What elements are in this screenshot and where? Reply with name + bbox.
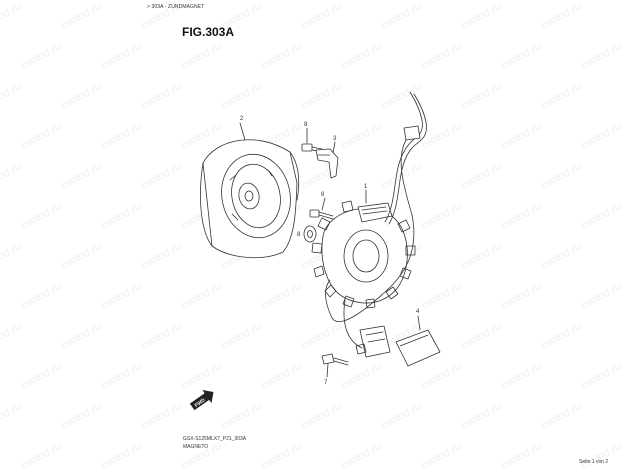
section-name: MAGNETO [183, 444, 209, 450]
clamp-3 [315, 148, 339, 179]
cover-plate-4 [395, 329, 441, 367]
part-label-1: 1 [364, 184, 368, 190]
connector-assembly [355, 325, 391, 358]
leader-line-4 [417, 315, 421, 331]
leader-line-7 [326, 363, 329, 378]
breadcrumb: > 303A - ZÜNDMAGNET [147, 4, 205, 10]
leader-line-8b [321, 197, 326, 211]
screw-7 [321, 353, 349, 366]
wiring-harness [325, 91, 427, 349]
part-label-8c: 8 [297, 232, 301, 238]
stator-coil [311, 200, 416, 309]
part-label-8b: 8 [321, 192, 325, 198]
part-label-4: 4 [416, 309, 420, 315]
direction-marker-text: FWD [194, 397, 207, 409]
part-label-3: 3 [333, 136, 337, 142]
forward-arrow-icon: FWD [189, 390, 214, 411]
leader-line-3 [332, 141, 336, 154]
washer-8 [303, 225, 317, 243]
part-label-8a: 8 [304, 122, 308, 128]
model-code: GSX-S125MLX7_P21_303A [183, 436, 247, 442]
part-label-7: 7 [324, 380, 328, 386]
flywheel-rotor [200, 139, 300, 258]
page-indicator: Seite 1 von 2 [579, 459, 609, 465]
bolt-8-middle [309, 209, 334, 220]
part-label-2: 2 [240, 116, 244, 122]
figure-title: FIG.303A [182, 25, 235, 39]
leader-line-2 [239, 122, 246, 141]
